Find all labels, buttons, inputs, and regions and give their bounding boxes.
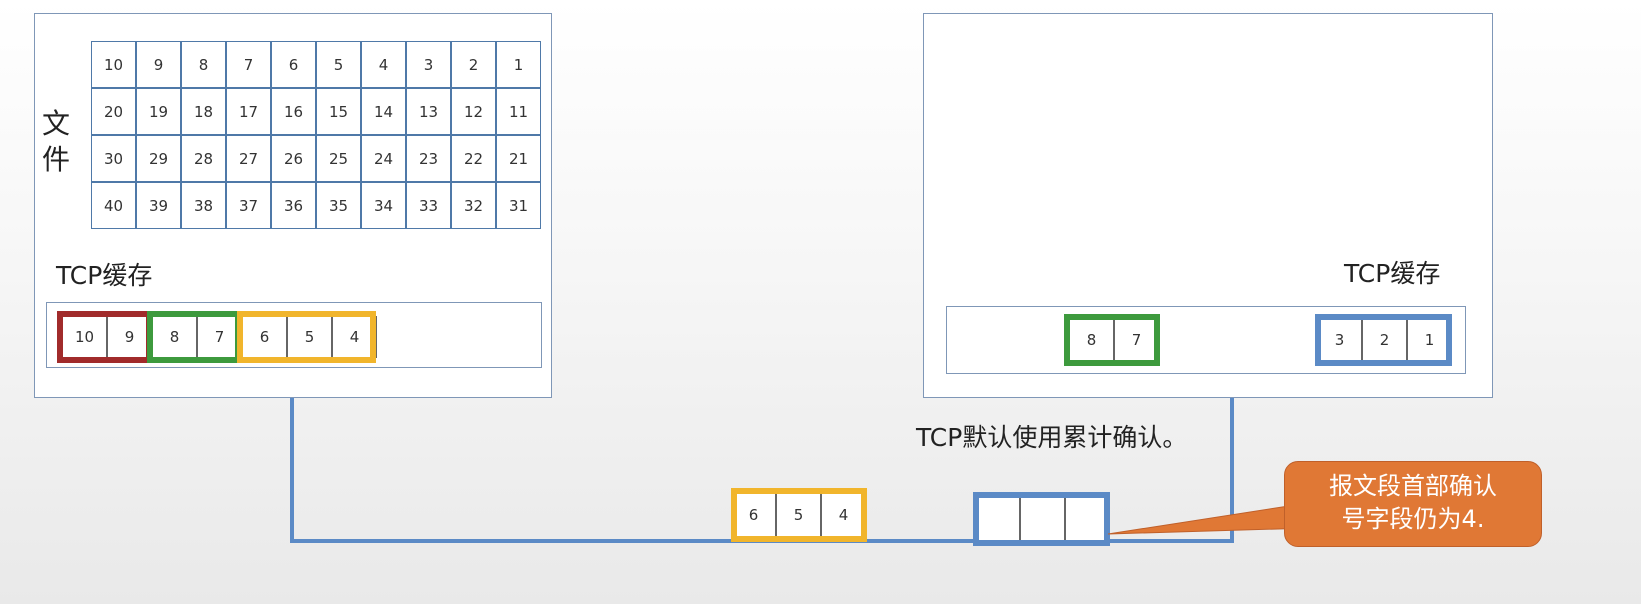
sender-buffer-label: TCP缓存 xyxy=(56,261,153,290)
file-cell-3: 3 xyxy=(406,41,451,88)
file-cell-12: 12 xyxy=(451,88,496,135)
receiver-cell-3: 3 xyxy=(1317,319,1362,361)
sender-buffer-cell-9: 9 xyxy=(107,316,152,358)
callout-bubble: 报文段首部确认 号字段仍为4. xyxy=(1284,461,1542,547)
file-cell-37: 37 xyxy=(226,182,271,229)
link-line-left-vertical xyxy=(290,398,294,543)
link-line-right-vertical xyxy=(1230,398,1234,543)
in-flight-segment-frame xyxy=(731,488,867,542)
file-cell-15: 15 xyxy=(316,88,361,135)
receiver-cell-1: 1 xyxy=(1407,319,1452,361)
file-cell-33: 33 xyxy=(406,182,451,229)
file-cell-24: 24 xyxy=(361,135,406,182)
file-cell-26: 26 xyxy=(271,135,316,182)
callout-line-2: 号字段仍为4. xyxy=(1341,505,1485,533)
ack-segment-frame xyxy=(973,492,1110,546)
sender-buffer-cell-4: 4 xyxy=(332,316,377,358)
file-cell-21: 21 xyxy=(496,135,541,182)
file-cell-34: 34 xyxy=(361,182,406,229)
file-cell-4: 4 xyxy=(361,41,406,88)
receiver-cell-7: 7 xyxy=(1114,319,1159,361)
file-cell-1: 1 xyxy=(496,41,541,88)
receiver-green-frame xyxy=(1064,314,1160,366)
file-cell-11: 11 xyxy=(496,88,541,135)
file-label-char-2: 件 xyxy=(42,143,71,176)
file-cell-30: 30 xyxy=(91,135,136,182)
in-flight-cell-5: 5 xyxy=(776,493,821,537)
file-cell-23: 23 xyxy=(406,135,451,182)
file-cell-22: 22 xyxy=(451,135,496,182)
file-cell-7: 7 xyxy=(226,41,271,88)
callout-pointer-shape xyxy=(1107,504,1311,535)
file-cell-16: 16 xyxy=(271,88,316,135)
file-cell-20: 20 xyxy=(91,88,136,135)
in-flight-cell-4: 4 xyxy=(821,493,866,537)
file-cell-28: 28 xyxy=(181,135,226,182)
file-label-char-1: 文 xyxy=(42,107,71,140)
file-cell-35: 35 xyxy=(316,182,361,229)
file-cell-9: 9 xyxy=(136,41,181,88)
file-cell-27: 27 xyxy=(226,135,271,182)
ack-cell-empty-2 xyxy=(1020,497,1065,541)
file-cell-6: 6 xyxy=(271,41,316,88)
receiver-buffer-label: TCP缓存 xyxy=(1344,259,1441,288)
cumulative-ack-note: TCP默认使用累计确认。 xyxy=(916,423,1188,452)
in-flight-cell-6: 6 xyxy=(731,493,776,537)
file-cell-32: 32 xyxy=(451,182,496,229)
file-cell-36: 36 xyxy=(271,182,316,229)
receiver-blue-frame xyxy=(1315,314,1452,366)
file-cell-8: 8 xyxy=(181,41,226,88)
file-cell-13: 13 xyxy=(406,88,451,135)
file-cell-25: 25 xyxy=(316,135,361,182)
file-cell-18: 18 xyxy=(181,88,226,135)
file-cell-39: 39 xyxy=(136,182,181,229)
file-cell-38: 38 xyxy=(181,182,226,229)
file-cell-14: 14 xyxy=(361,88,406,135)
file-cell-10: 10 xyxy=(91,41,136,88)
file-cell-19: 19 xyxy=(136,88,181,135)
file-cell-29: 29 xyxy=(136,135,181,182)
file-cell-5: 5 xyxy=(316,41,361,88)
file-cell-31: 31 xyxy=(496,182,541,229)
file-cell-17: 17 xyxy=(226,88,271,135)
file-cell-40: 40 xyxy=(91,182,136,229)
file-cell-2: 2 xyxy=(451,41,496,88)
yellow-group-frame xyxy=(237,311,376,363)
callout-line-1: 报文段首部确认 xyxy=(1329,472,1497,500)
